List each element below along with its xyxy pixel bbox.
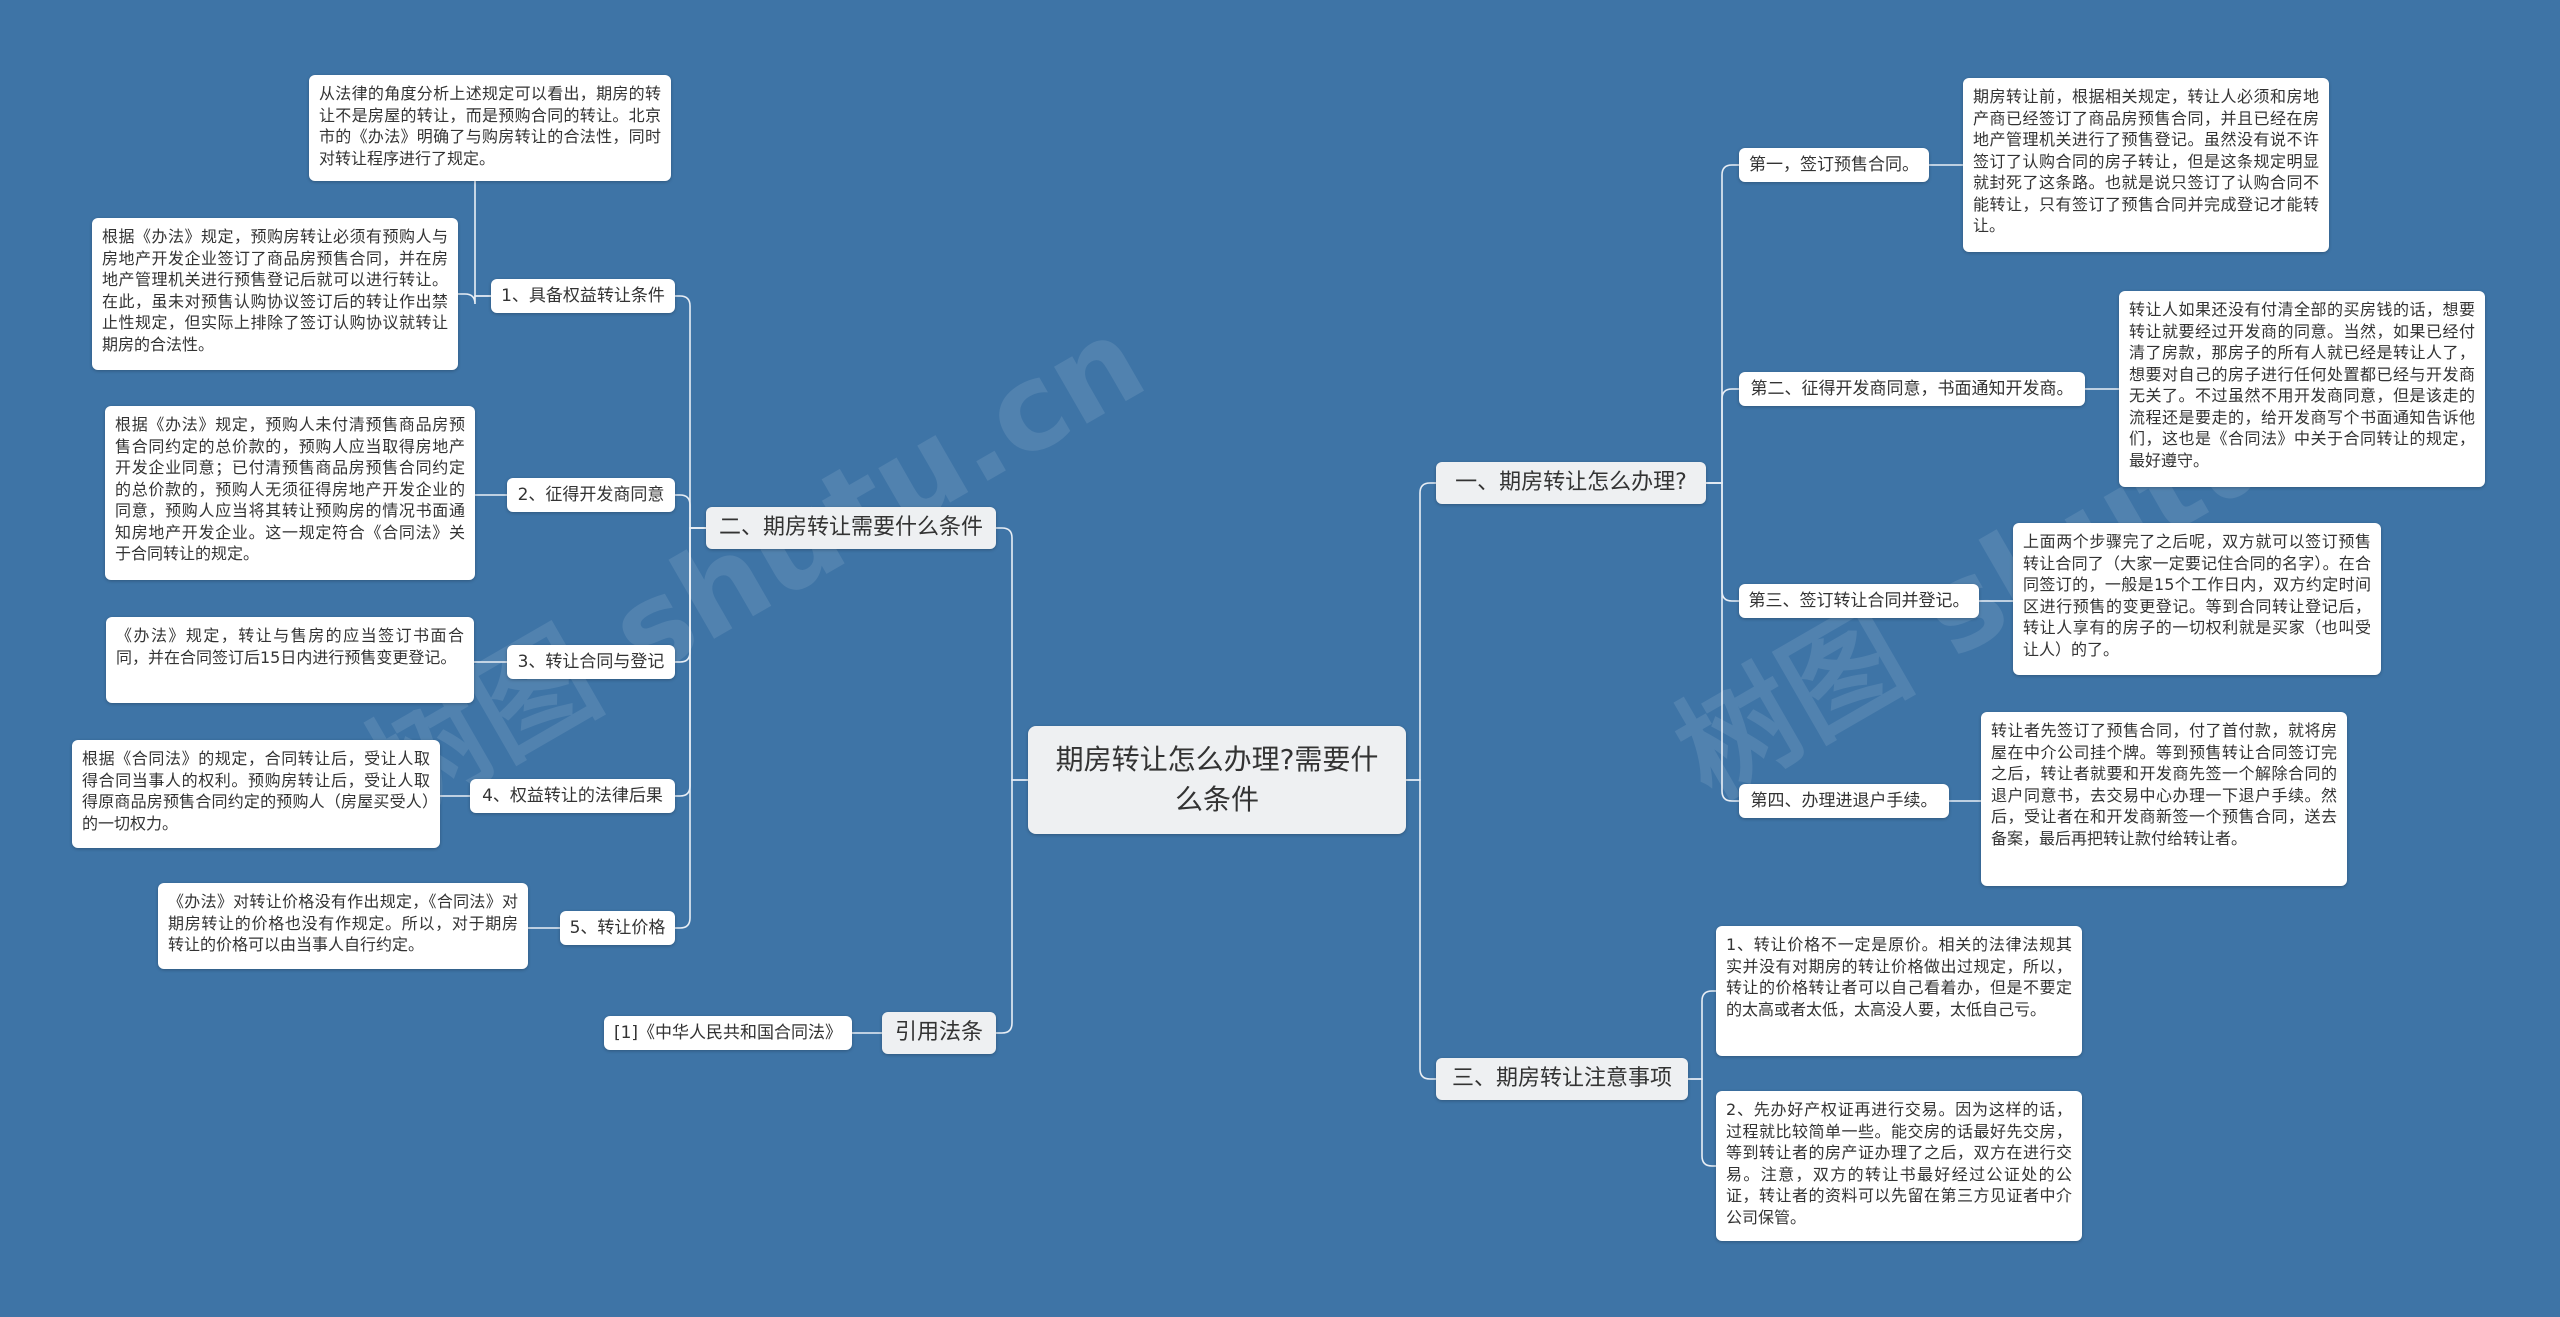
branch-law[interactable]: 引用法条 <box>882 1012 996 1054</box>
note-card: 2、先办好产权证再进行交易。因为这样的话，过程就比较简单一些。能交房的话最好先交… <box>1716 1091 2082 1241</box>
note-card: [1]《中华人民共和国合同法》 <box>604 1016 852 1050</box>
connector-line <box>458 293 491 305</box>
sub-topic[interactable]: 4、权益转让的法律后果 <box>470 779 675 813</box>
connector-line <box>1706 482 1739 802</box>
sub-topic[interactable]: 3、转让合同与登记 <box>507 645 675 679</box>
sub-topic[interactable]: 2、征得开发商同意 <box>507 478 675 512</box>
note-card: 从法律的角度分析上述规定可以看出，期房的转让不是房屋的转让，而是预购合同的转让。… <box>309 75 671 181</box>
connector-line <box>1406 482 1436 781</box>
connector-line <box>1688 990 1716 1080</box>
note-card: 根据《合同法》的规定，合同转让后，受让人取得合同当事人的权利。预购房转让后，受让… <box>72 740 440 848</box>
note-card: 根据《办法》规定，预购人未付清预售商品房预售合同约定的总价款的，预购人应当取得房… <box>105 406 475 580</box>
connector-line <box>996 527 1028 781</box>
connector-line <box>1688 1078 1716 1167</box>
sub-topic[interactable]: 第四、办理进退户手续。 <box>1739 784 1949 818</box>
sub-topic[interactable]: 1、具备权益转让条件 <box>491 279 675 313</box>
note-card: 上面两个步骤完了之后呢，双方就可以签订预售转让合同了（大家一定要记住合同的名字）… <box>2013 523 2381 675</box>
connector-line <box>675 527 706 929</box>
note-card: 《办法》规定，转让与售房的应当签订书面合同，并在合同签订后15日内进行预售变更登… <box>106 617 474 703</box>
sub-topic[interactable]: 第一，签订预售合同。 <box>1739 148 1929 182</box>
branch-howto[interactable]: 一、期房转让怎么办理? <box>1436 462 1706 504</box>
note-card: 根据《办法》规定，预购房转让必须有预购人与房地产开发企业签订了商品房预售合同，并… <box>92 218 458 370</box>
connector-line <box>996 779 1028 1034</box>
sub-topic[interactable]: 第三、签订转让合同并登记。 <box>1739 584 1979 618</box>
branch-conditions[interactable]: 二、期房转让需要什么条件 <box>706 507 996 549</box>
connector-line <box>1706 388 1739 484</box>
note-card: 1、转让价格不一定是原价。相关的法律法规其实并没有对期房的转让价格做出过规定，所… <box>1716 926 2082 1056</box>
connector-line <box>1406 779 1436 1080</box>
branch-notes[interactable]: 三、期房转让注意事项 <box>1436 1058 1688 1100</box>
connector-line <box>1706 164 1739 484</box>
root-topic[interactable]: 期房转让怎么办理?需要什么条件 <box>1028 726 1406 834</box>
note-card: 转让人如果还没有付清全部的买房钱的话，想要转让就要经过开发商的同意。当然，如果已… <box>2119 291 2485 487</box>
note-card: 《办法》对转让价格没有作出规定，《合同法》对期房转让的价格也没有作规定。所以，对… <box>158 883 528 969</box>
sub-topic[interactable]: 第二、征得开发商同意，书面通知开发商。 <box>1739 372 2085 406</box>
connector-line <box>675 494 706 529</box>
note-card: 转让者先签订了预售合同，付了首付款，就将房屋在中介公司挂个牌。等到预售转让合同签… <box>1981 712 2347 886</box>
sub-topic[interactable]: 5、转让价格 <box>560 911 675 945</box>
connector-line <box>675 295 706 529</box>
note-card: 期房转让前，根据相关规定，转让人必须和房地产商已经签订了商品房预售合同，并且已经… <box>1963 78 2329 252</box>
